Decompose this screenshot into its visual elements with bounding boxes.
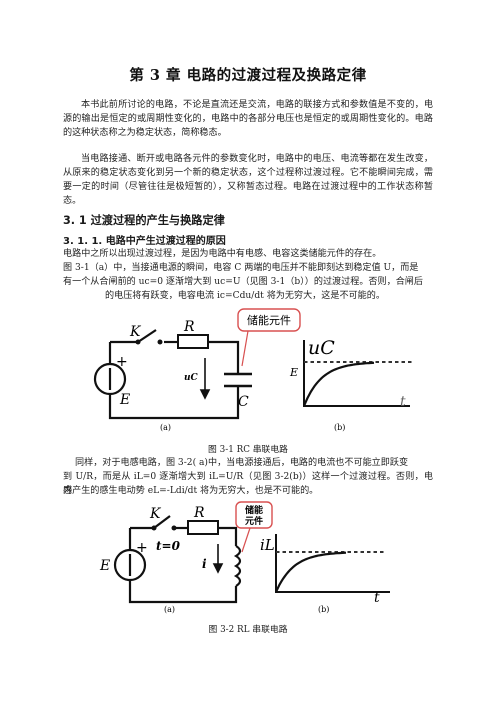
paragraph-rc-line3: 的电压将有跃变，电容电流 ic=Cdu/dt 将为无穷大，这是不可能的。	[105, 291, 385, 301]
energy-element-callout-2	[235, 501, 273, 529]
intro-paragraph-2: 当电路接通、断开或电路各元件的参数变化时，电路中的电压、电流等都在发生改变，从原…	[63, 154, 433, 206]
graph-e-label: E	[289, 366, 298, 379]
resistor-label: R	[183, 319, 195, 335]
graph-uc-label: uC	[308, 337, 335, 359]
current-rise-curve	[275, 551, 347, 593]
callout-text: 储能元件	[247, 313, 291, 327]
callout-text-line1: 储能	[245, 504, 263, 516]
callout-text-line2: 元件	[245, 515, 263, 527]
charging-curve	[302, 361, 375, 407]
source-label-2: E	[99, 558, 110, 574]
graph-axes-2	[275, 534, 390, 593]
current-label: i	[202, 557, 207, 571]
intro-paragraph-1: 本书此前所讨论的电路，不论是直流还是交流，电路的联接方式和参数值是不变的，电源的…	[63, 100, 433, 138]
subfigure-a-label: (a)	[160, 423, 171, 432]
inductor-symbol	[233, 545, 242, 587]
paragraph-cause: 电路中之所以出现过渡过程，是因为电路中有电感、电容这类储能元件的存在。	[63, 249, 382, 259]
resistor-symbol	[177, 334, 209, 349]
graph-il-label: iL	[260, 536, 275, 554]
current-arrow	[212, 544, 224, 574]
switch-time-label: t=0	[156, 539, 181, 553]
source-label: E	[119, 392, 130, 408]
resistor-symbol-2	[187, 520, 219, 535]
plus-sign-2: +	[136, 540, 148, 556]
subsection-heading: 3. 1. 1. 电路中产生过渡过程的原因	[63, 236, 226, 247]
figure-3-2-caption: 图 3-2 RL 串联电路	[208, 625, 288, 635]
voltage-arrow	[199, 358, 211, 400]
paragraph-rl-line2: 到 U/R，而是从 iL=0 逐渐增大到 iL=U/R（见图 3-2(b)）这样…	[63, 472, 433, 496]
capacitor-voltage-label: uC	[184, 373, 199, 383]
paragraph-rl-line3: 内产生的感生电动势 eL=-Ldi/dt 将为无穷大，也是不可能的。	[63, 486, 319, 496]
figure-3-1: 储能元件 K R + E uC C (a) uC E t (b)	[93, 308, 412, 432]
subfigure-b-label-2: (b)	[318, 605, 329, 614]
section-heading: 3. 1 过渡过程的产生与换路定律	[63, 214, 225, 227]
capacitor-symbol	[224, 372, 252, 388]
subfigure-b-label: (b)	[334, 423, 345, 432]
paragraph-rc-line2: 有一个从合闸前的 uc=0 逐渐增大到 uc=U（见图 3-1（b））的过渡过程…	[63, 277, 423, 287]
plus-sign: +	[116, 354, 128, 370]
subfigure-a-label-2: (a)	[164, 605, 175, 614]
switch-label-2: K	[149, 506, 162, 522]
rl-circuit-wires	[128, 515, 238, 604]
rc-circuit-wires	[108, 329, 240, 420]
figure-3-1-caption: 图 3-1 RC 串联电路	[208, 445, 288, 455]
capacitor-label: C	[238, 394, 249, 410]
graph-t-label-2: t	[374, 590, 380, 606]
figure-3-2: 储能 元件 K R + E t=0 i (a) iL t (b)	[99, 501, 390, 614]
chapter-title: 第 3 章 电路的过渡过程及换路定律	[129, 67, 367, 84]
il-response-graph: iL t (b)	[260, 534, 390, 614]
switch-label: K	[129, 324, 142, 340]
paragraph-rl-line1: 同样，对于电感电路，图 3-2( a)中，当电源接通后，电路的电流也不可能立即跃…	[75, 458, 409, 468]
energy-element-callout	[237, 308, 301, 332]
paragraph-rc-line1: 图 3-1（a）中，当接通电源的瞬间，电容 C 两端的电压并不能即刻达到稳定值 …	[63, 263, 419, 273]
graph-t-label: t	[400, 394, 406, 410]
resistor-label-2: R	[193, 505, 205, 521]
uc-response-graph: uC E t (b)	[289, 337, 412, 432]
